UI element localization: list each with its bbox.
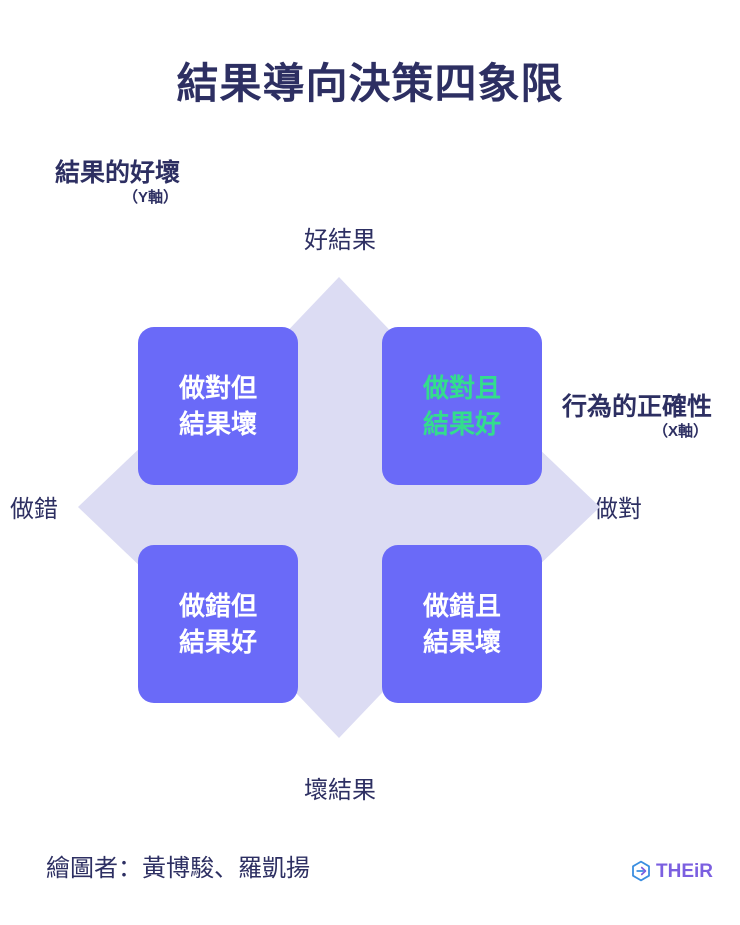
quadrant-bottom-left[interactable]: 做錯但 結果好	[138, 545, 298, 703]
page-title: 結果導向決策四象限	[176, 60, 564, 107]
quadrant-top-left-line1: 做對但	[178, 373, 257, 403]
x-axis-label-group: 行為的正確性 （X軸）	[562, 392, 712, 442]
y-axis-label: 結果的好壞	[55, 159, 181, 187]
quadrant-bottom-right-line2: 結果壞	[422, 627, 501, 657]
axis-pole-top-label: 好結果	[304, 227, 376, 254]
quadrant-bottom-left-line1: 做錯但	[178, 591, 257, 621]
quadrant-bottom-left-line2: 結果好	[178, 627, 257, 657]
axis-pole-bottom-label: 壞結果	[304, 777, 376, 804]
y-axis-sublabel: （Y軸）	[123, 189, 179, 206]
quadrant-top-left-line2: 結果壞	[178, 409, 257, 439]
hexagon-arrow-icon	[632, 860, 650, 882]
quadrant-bottom-right[interactable]: 做錯且 結果壞	[382, 545, 542, 703]
quadrant-top-left[interactable]: 做對但 結果壞	[138, 327, 298, 485]
quadrant-top-right-line1: 做對且	[422, 373, 501, 403]
credit-text: 繪圖者：黃博駿、羅凱揚	[46, 855, 310, 882]
axis-pole-left-label: 做錯	[10, 496, 58, 523]
y-axis-label-group: 結果的好壞 （Y軸）	[55, 158, 180, 208]
x-axis-sublabel: （X軸）	[653, 423, 709, 440]
quadrant-top-right[interactable]: 做對且 結果好	[382, 327, 542, 485]
brand-logo[interactable]: THEiR	[630, 860, 713, 882]
quadrant-bottom-right-line1: 做錯且	[422, 591, 501, 621]
axis-pole-right-label: 做對	[594, 496, 642, 523]
x-axis-label: 行為的正確性	[562, 393, 713, 421]
brand-logo-text: THEiR	[656, 860, 713, 882]
quadrant-top-right-line2: 結果好	[422, 409, 501, 439]
